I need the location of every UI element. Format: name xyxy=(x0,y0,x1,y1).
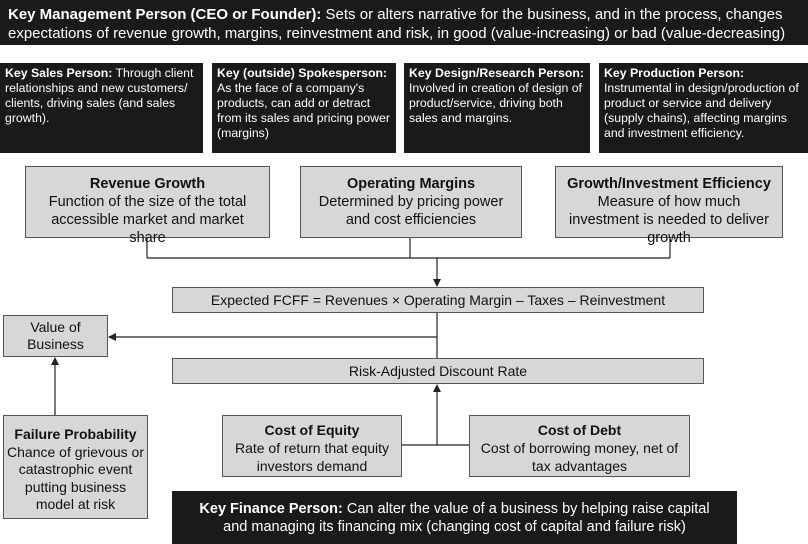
failure-probability-box: Failure Probability Chance of grievous o… xyxy=(3,415,148,519)
cost-of-equity-title: Cost of Equity xyxy=(264,422,360,438)
key-spokesperson-box: Key (outside) Spokesperson: As the face … xyxy=(212,63,396,153)
driver-text: Function of the size of the total access… xyxy=(48,194,247,246)
finance-title: Key Finance Person: xyxy=(199,501,343,517)
person-text: Instrumental in design/production of pro… xyxy=(604,81,799,140)
driver-text: Determined by pricing power and cost eff… xyxy=(318,194,504,228)
person-title: Key Production Person: xyxy=(604,66,745,80)
driver-title: Revenue Growth xyxy=(89,176,206,192)
cost-of-equity-box: Cost of Equity Rate of return that equit… xyxy=(222,415,402,477)
banner-title: Key Management Person (CEO or Founder): xyxy=(8,6,322,23)
driver-title: Operating Margins xyxy=(346,176,476,192)
operating-margins-box: Operating Margins Determined by pricing … xyxy=(300,166,522,238)
key-production-person-box: Key Production Person: Instrumental in d… xyxy=(599,63,808,153)
finance-text: Can alter the value of a business by hel… xyxy=(223,501,710,535)
banner-text: Sets or alters narrative for the busines… xyxy=(8,6,786,61)
driver-title: Growth/Investment Efficiency xyxy=(567,176,771,192)
key-sales-person-box: Key Sales Person: Through client relatio… xyxy=(0,63,203,153)
person-text: Involved in creation of design of produc… xyxy=(409,81,582,125)
person-text: Through client relationships and new cus… xyxy=(5,66,194,125)
cost-of-debt-title: Cost of Debt xyxy=(537,422,622,438)
growth-investment-efficiency-box: Growth/Investment Efficiency Measure of … xyxy=(555,166,783,246)
failure-text: Chance of grievous or catastrophic event… xyxy=(7,443,144,513)
person-title: Key Design/Research Person: xyxy=(409,66,584,80)
person-title: Key (outside) Spokesperson: xyxy=(217,66,388,80)
cost-of-equity-text: Rate of return that equity investors dem… xyxy=(234,440,390,474)
expected-fcff-box: Expected FCFF = Revenues × Operating Mar… xyxy=(172,287,704,313)
revenue-growth-box: Revenue Growth Function of the size of t… xyxy=(25,166,270,246)
key-finance-person-box: Key Finance Person: Can alter the value … xyxy=(172,491,737,544)
key-design-research-person-box: Key Design/Research Person: Involved in … xyxy=(404,63,590,153)
person-text: As the face of a company's products, can… xyxy=(217,81,390,140)
risk-adjusted-discount-rate-box: Risk-Adjusted Discount Rate xyxy=(172,358,704,384)
key-management-person-banner: Key Management Person (CEO or Founder): … xyxy=(0,0,808,61)
value-of-business-box: Value of Business xyxy=(3,315,108,357)
failure-title: Failure Probability xyxy=(14,426,137,442)
cost-of-debt-box: Cost of Debt Cost of borrowing money, ne… xyxy=(469,415,690,477)
cost-of-debt-text: Cost of borrowing money, net of tax adva… xyxy=(480,440,679,474)
driver-text: Measure of how much investment is needed… xyxy=(569,194,769,246)
person-title: Key Sales Person: xyxy=(5,66,113,80)
